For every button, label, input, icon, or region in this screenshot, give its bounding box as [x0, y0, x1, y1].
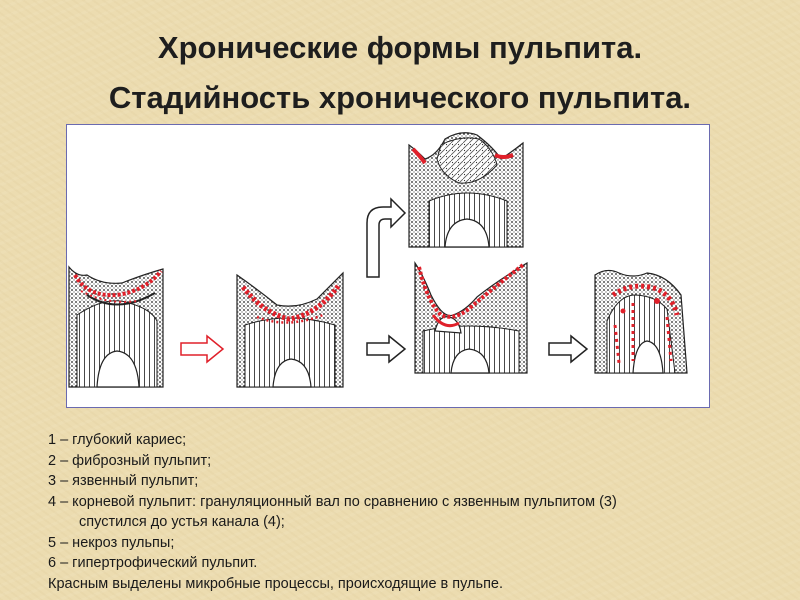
- title-line-1: Хронические формы пульпита.: [157, 30, 643, 65]
- progression-arrow-2: [366, 334, 407, 364]
- branch-arrow-up: [366, 197, 407, 278]
- stage-6-hypertrophic-pulpitis-image: [408, 132, 524, 248]
- pulpitis-stages-diagram: [66, 124, 710, 408]
- stage-2-fibrous-pulpitis-image: [236, 271, 344, 388]
- legend-item-4: 4 – корневой пульпит: грануляционный вал…: [48, 493, 617, 510]
- legend-item-1: 1 – глубокий кариес;: [48, 432, 187, 448]
- progression-arrow-3: [548, 334, 589, 364]
- stage-5-pulp-necrosis-image: [594, 269, 688, 374]
- title-line-2: Стадийность хронического пульпита.: [108, 80, 692, 115]
- legend-item-3: 3 – язвенный пульпит;: [48, 473, 199, 489]
- legend: 1 – глубокий кариес; 2 – фиброзный пульп…: [48, 430, 788, 594]
- stage-1-deep-caries-image: [68, 265, 164, 388]
- legend-item-5: 5 – некроз пульпы;: [48, 534, 175, 551]
- stage-3-ulcerative-pulpitis-image: [414, 261, 528, 374]
- progression-arrow-1: [180, 334, 225, 364]
- legend-item-2: 2 – фиброзный пульпит;: [48, 452, 212, 469]
- legend-note: Красным выделены микробные процессы, про…: [48, 575, 504, 592]
- legend-item-4-continuation: спустился до устья канала (4);: [79, 514, 285, 530]
- legend-item-6: 6 – гипертрофический пульпит.: [48, 555, 258, 571]
